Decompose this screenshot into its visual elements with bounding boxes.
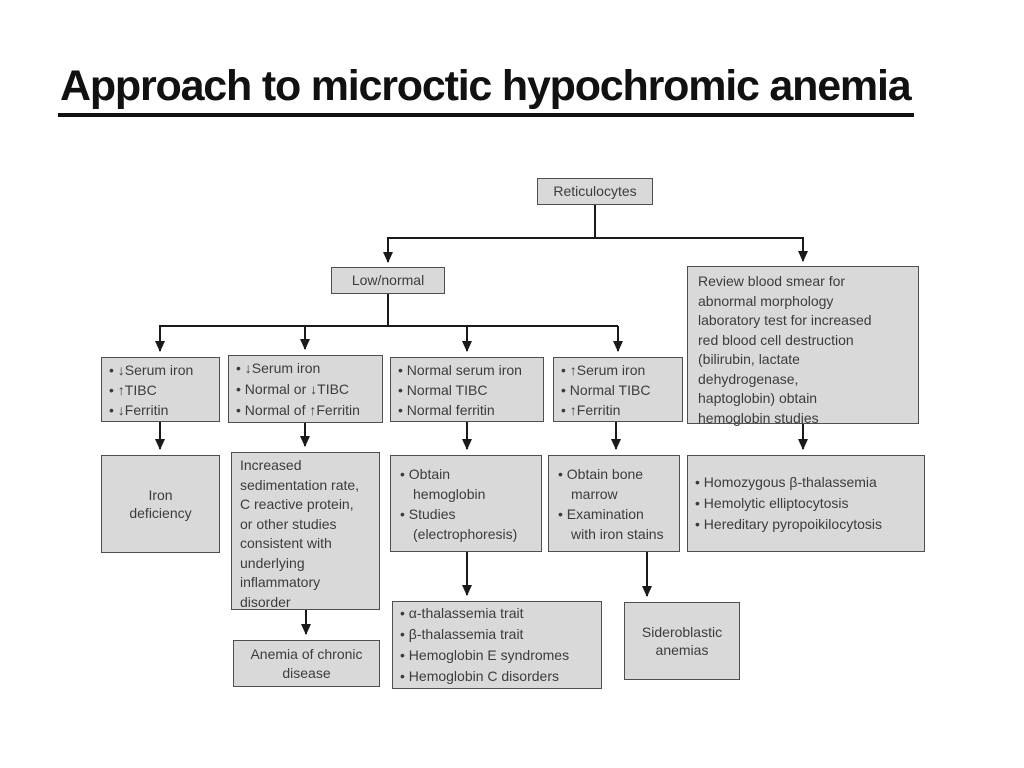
node-label: Iron deficiency xyxy=(129,486,192,521)
node-label: Reticulocytes xyxy=(553,183,637,200)
node-iron-panel-inflammation: ↓Serum iron Normal or ↓TIBC Normal of ↑F… xyxy=(228,355,383,423)
finding-item: Normal or ↓TIBC xyxy=(236,379,360,400)
finding-item: Homozygous β-thalassemia xyxy=(695,472,882,493)
finding-item: ↑TIBC xyxy=(109,380,193,400)
finding-list: Obtain hemoglobin Studies (electrophores… xyxy=(400,464,520,544)
node-reticulocytes: Reticulocytes xyxy=(537,178,653,205)
node-hemoglobinopathies: α-thalassemia trait β-thalassemia trait … xyxy=(392,601,602,689)
finding-item: Hemoglobin C disorders xyxy=(400,666,569,687)
finding-item: Normal TIBC xyxy=(398,380,522,400)
node-inflammatory-workup: Increased sedimentation rate, C reactive… xyxy=(231,452,380,610)
finding-item: Hemolytic elliptocytosis xyxy=(695,493,882,514)
finding-item: Studies (electrophoresis) xyxy=(400,504,520,544)
finding-item: Obtain bone marrow xyxy=(558,464,670,504)
finding-list: ↓Serum iron ↑TIBC ↓Ferritin xyxy=(109,360,193,420)
finding-item: ↓Serum iron xyxy=(236,358,360,379)
finding-list: ↑Serum iron Normal TIBC ↑Ferritin xyxy=(561,360,651,420)
finding-list: Obtain bone marrow Examination with iron… xyxy=(558,464,670,544)
finding-item: Hemoglobin E syndromes xyxy=(400,645,569,666)
finding-item: Obtain hemoglobin xyxy=(400,464,520,504)
node-sideroblastic-anemias: Sideroblastic anemias xyxy=(624,602,740,680)
finding-list: α-thalassemia trait β-thalassemia trait … xyxy=(400,603,569,687)
finding-list: ↓Serum iron Normal or ↓TIBC Normal of ↑F… xyxy=(236,358,360,421)
slide-title: Approach to microctic hypochromic anemia xyxy=(58,62,915,118)
finding-item: β-thalassemia trait xyxy=(400,624,569,645)
finding-item: ↑Serum iron xyxy=(561,360,650,380)
finding-item: Normal of ↑Ferritin xyxy=(236,400,360,421)
finding-item: Hereditary pyropoikilocytosis xyxy=(695,514,882,535)
finding-list: Homozygous β-thalassemia Hemolytic ellip… xyxy=(695,472,882,535)
finding-item: ↑Ferritin xyxy=(561,400,650,420)
node-label: Sideroblastic anemias xyxy=(641,623,723,658)
finding-item: ↓Serum iron xyxy=(109,360,193,380)
node-anemia-of-chronic-disease: Anemia of chronic disease xyxy=(233,640,380,687)
node-review-blood-smear: Review blood smear for abnormal morpholo… xyxy=(687,266,919,426)
finding-item: Normal serum iron xyxy=(398,360,522,380)
finding-item: Normal ferritin xyxy=(398,400,522,420)
finding-list: Normal serum iron Normal TIBC Normal fer… xyxy=(398,360,522,420)
node-hemolytic-causes: Homozygous β-thalassemia Hemolytic ellip… xyxy=(687,455,925,552)
node-label: Low/normal xyxy=(351,272,425,289)
node-text: Review blood smear for abnormal morpholo… xyxy=(698,273,872,426)
node-obtain-bone-marrow: Obtain bone marrow Examination with iron… xyxy=(548,455,680,552)
node-low-normal: Low/normal xyxy=(331,267,445,294)
node-iron-deficiency: Iron deficiency xyxy=(101,455,220,553)
finding-item: Normal TIBC xyxy=(561,380,651,400)
node-iron-panel-sideroblastic: ↑Serum iron Normal TIBC ↑Ferritin xyxy=(553,357,683,422)
node-iron-panel-normal: Normal serum iron Normal TIBC Normal fer… xyxy=(390,357,544,422)
connector-lines xyxy=(155,205,808,635)
node-text: Increased sedimentation rate, C reactive… xyxy=(240,457,360,610)
finding-item: ↓Ferritin xyxy=(109,400,193,420)
finding-item: Examination with iron stains xyxy=(558,504,670,544)
node-obtain-hemoglobin: Obtain hemoglobin Studies (electrophores… xyxy=(390,455,542,552)
node-iron-panel-deficiency: ↓Serum iron ↑TIBC ↓Ferritin xyxy=(101,357,220,422)
node-label: Anemia of chronic disease xyxy=(250,646,363,681)
finding-item: α-thalassemia trait xyxy=(400,603,569,624)
